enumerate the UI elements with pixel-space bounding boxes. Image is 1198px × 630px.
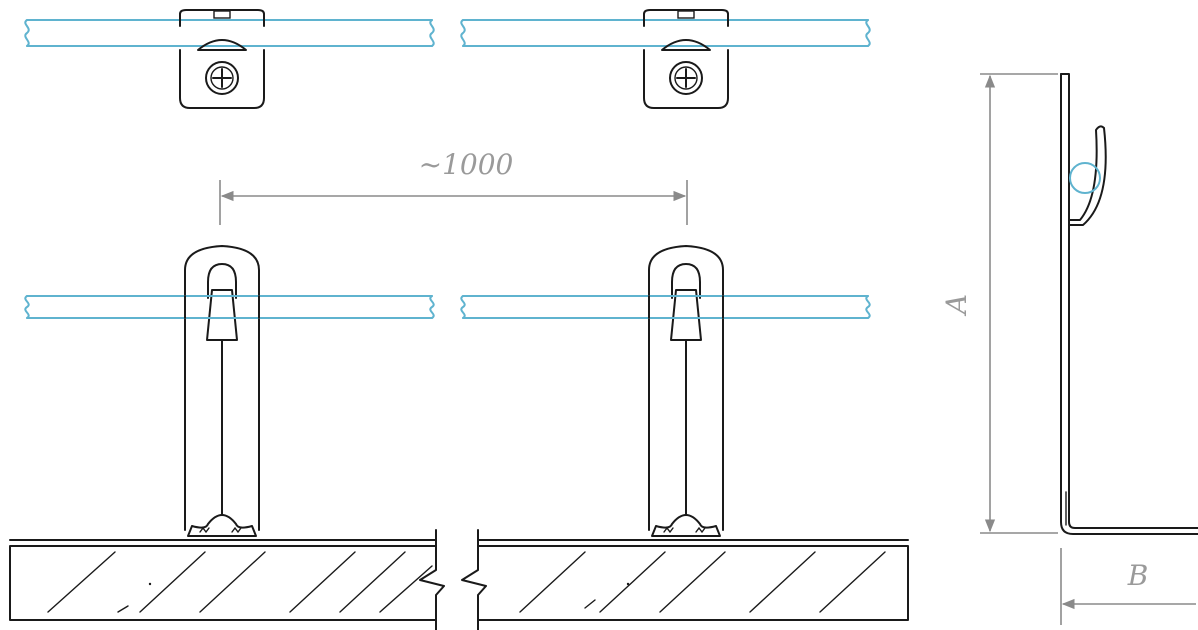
pipe-top-left (24, 19, 435, 47)
pipe-front-right (460, 295, 871, 319)
spacing-label: ~1000 (419, 148, 514, 181)
pipe-front-left (24, 295, 435, 319)
pipe-section (1069, 162, 1101, 194)
clip-top-left (179, 9, 265, 109)
depth-dimension: B (1060, 548, 1196, 625)
top-view (24, 9, 871, 109)
pipe-top-right (460, 19, 871, 47)
height-label: A (940, 294, 973, 317)
front-view (24, 245, 871, 537)
post-left (184, 245, 260, 537)
side-view (1060, 73, 1198, 535)
clip-top-right (643, 9, 729, 109)
floor-slab (9, 529, 909, 630)
depth-label: B (1127, 559, 1149, 592)
height-dimension: A (940, 73, 1058, 534)
spacing-dimension: ~1000 (219, 148, 688, 225)
post-right (648, 245, 724, 537)
